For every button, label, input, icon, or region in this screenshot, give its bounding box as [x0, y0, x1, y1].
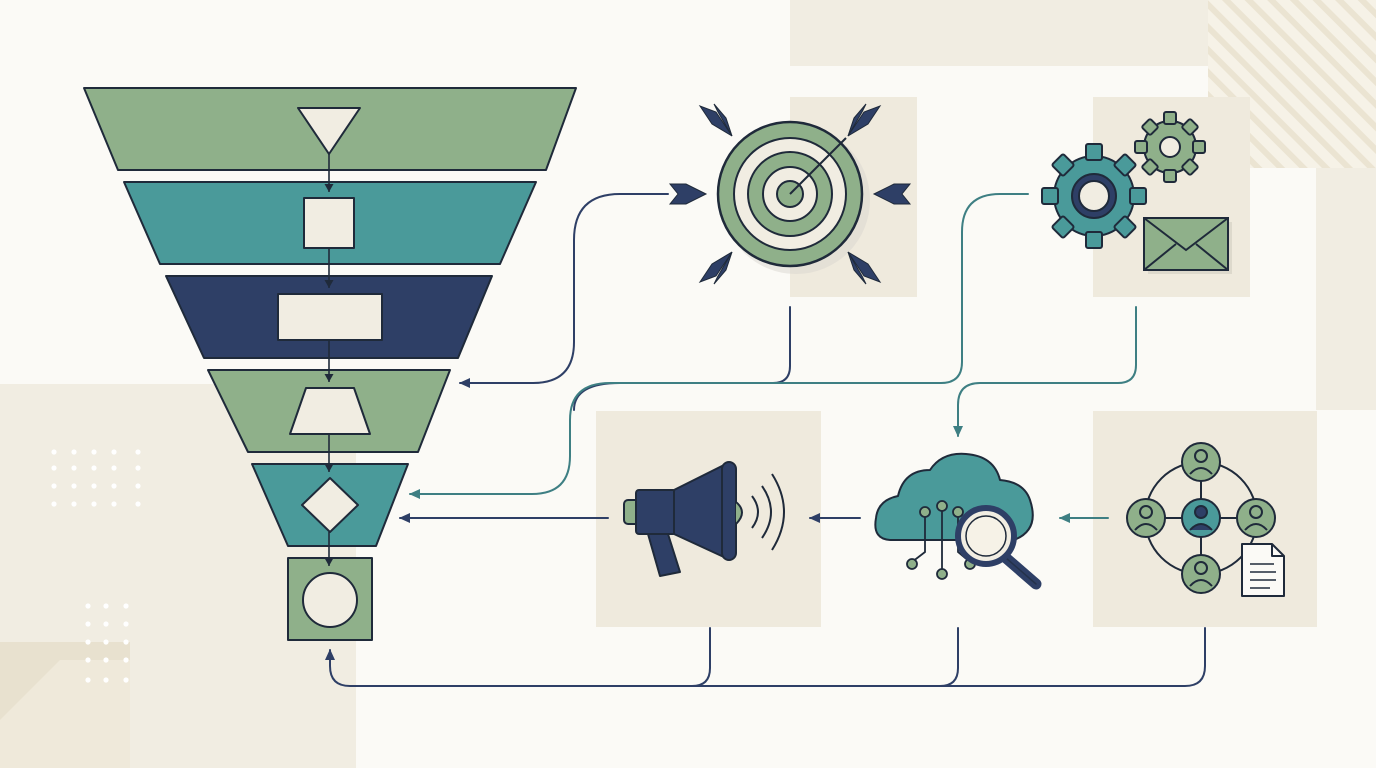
dot-grid-top [51, 449, 141, 507]
gears-and-envelope-icon [1041, 111, 1232, 274]
square-shape-icon [303, 197, 355, 249]
connector-automation-to-funnel [409, 193, 1029, 499]
rectangle-shape-icon [277, 293, 383, 341]
people-network-document-icon [1126, 442, 1285, 597]
person-node-top [1181, 442, 1221, 482]
connector-target-to-funnel [459, 193, 669, 388]
person-node-left [1126, 498, 1166, 538]
cloud-search-icon [874, 452, 1042, 590]
circle-shape-icon [302, 572, 358, 628]
target-with-arrows-icon [668, 103, 912, 285]
diamond-shape-icon [301, 477, 359, 533]
connector-cloud-down [939, 627, 959, 687]
connector-megaphone-down [691, 627, 711, 687]
connector-automation-to-cloud [953, 306, 1137, 437]
connectors [325, 193, 1206, 687]
connector-feedback-loop [325, 627, 1206, 687]
trapezoid-shape-icon [289, 387, 371, 435]
small-gear-icon [1134, 111, 1206, 183]
document-icon [1241, 543, 1285, 597]
triangle-shape-icon [297, 107, 361, 155]
connector-target-down [573, 306, 791, 411]
dot-grid-bottom [85, 603, 129, 683]
person-node-right [1236, 498, 1276, 538]
megaphone-icon [623, 461, 785, 577]
large-gear-icon [1041, 143, 1147, 249]
person-node-center [1181, 498, 1221, 538]
envelope-icon [1143, 217, 1232, 274]
person-node-bottom [1181, 554, 1221, 594]
